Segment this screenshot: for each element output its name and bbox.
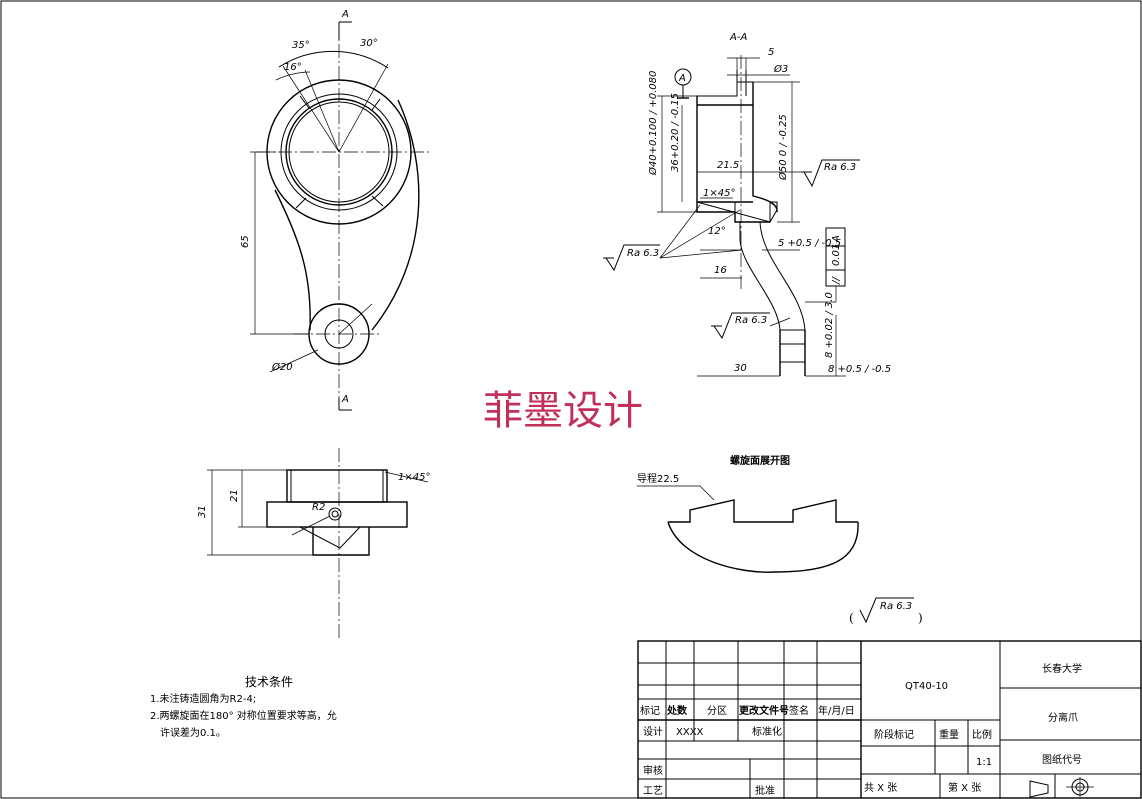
roughness-2: Ra 6.3 [627,248,659,259]
hdr-date: 年/月/日 [818,704,855,717]
front-view: A A 35° 30° 16° Ø20 6 [240,9,430,411]
dim-chamfer: 1×45° [703,188,735,199]
dim-pad-8: 8 +0.02 / 3.0 [824,292,835,358]
tech-line-1: 1.未注铸造圆角为R2-4; [150,692,256,705]
title-block: 标记 处数 分区 更改文件号 签名 年/月/日 设计 XXXX 标准化 审核 工… [637,640,1142,799]
standardize-label: 标准化 [752,725,782,738]
dim-thickness-5: 5 +0.5 / -0.5 [778,238,841,249]
section-label: A-A [729,32,747,43]
dim-hole-3: Ø3 [773,63,788,75]
tol-datum: A [831,235,842,243]
roughness-3: Ra 6.3 [735,315,767,326]
angle-30: 30° [360,38,378,49]
svg-text:): ) [918,611,923,625]
design-label: 设计 [643,725,663,738]
tech-title: 技术条件 [245,675,293,689]
review-label: 审核 [643,764,663,777]
general-roughness: ( Ra 6.3 ) [849,597,923,625]
dim-outer-50: Ø50 0 / -0.25 [777,114,789,181]
height-31: 31 [197,505,208,518]
stage-label: 阶段标记 [874,728,914,741]
weight-label: 重量 [939,728,959,741]
roughness-1: Ra 6.3 [824,162,856,173]
watermark: 菲墨设计 [483,388,643,434]
dia-20: Ø20 [271,361,293,373]
section-mark-bottom: A [341,394,349,405]
tech-line-2: 2.两螺旋面在180° 对称位置要求等高，允 [150,709,337,722]
tech-requirements: 技术条件 1.未注铸造圆角为R2-4; 2.两螺旋面在180° 对称位置要求等高… [150,675,337,739]
svg-text:(: ( [849,611,854,625]
angle-16: 16° [284,62,302,73]
helix-lead: 导程22.5 [637,473,679,485]
projection-symbol-icon [1029,777,1094,798]
designer: XXXX [676,727,704,738]
process-label: 工艺 [643,785,663,797]
section-view: A-A A 5 Ø3 Ø40+0.100 / +0.080 [603,32,891,377]
bottom-view: R2 31 21 1×45° [197,448,430,640]
dim-inner-36: 36+0.20 / -0.15 [670,93,681,172]
helix-view: 螺旋面展开图 导程22.5 [637,454,859,573]
hdr-mark: 标记 [640,705,660,717]
material: QT40-10 [905,681,948,692]
hdr-doc: 更改文件号 [739,704,789,717]
approve-label: 批准 [755,784,775,797]
sheets-total: 共 X 张 [864,782,897,794]
dim-width-16: 16 [714,265,727,276]
tol-value: 0.01 [831,244,842,266]
dim-angle-12: 12° [708,226,726,237]
scale-value: 1:1 [976,757,992,768]
dim-slot-5: 5 [768,47,774,58]
chamfer-bottom: 1×45° [398,472,430,483]
hatch-foot [779,343,806,363]
helix-title: 螺旋面展开图 [730,454,790,467]
hdr-count: 处数 [666,704,688,717]
general-roughness-value: Ra 6.3 [880,601,912,612]
dim-depth-21-5: 21.5 [717,160,739,171]
school: 长春大学 [1042,662,1082,675]
hdr-sign: 签名 [789,704,809,717]
dim-width-30: 30 [734,363,747,374]
dim-thickness-8: 8 +0.5 / -0.5 [828,364,891,375]
radius-r2: R2 [312,502,325,513]
sheet-no: 第 X 张 [948,781,981,794]
hatch-top-flange [696,81,754,106]
tech-line-3: 许误差为0.1。 [160,726,226,739]
part-name: 分离爪 [1048,711,1078,724]
hdr-zone: 分区 [707,705,727,717]
tol-symbol: // [831,276,842,285]
drawing-no: 图纸代号 [1042,753,1082,766]
scale-label: 比例 [972,728,992,741]
section-mark-top: A [341,9,349,20]
angle-35: 35° [292,40,310,51]
datum-a: A [678,73,686,84]
height-21: 21 [229,489,240,502]
dim-bore-40: Ø40+0.100 / +0.080 [647,71,659,176]
height-65: 65 [240,235,251,248]
